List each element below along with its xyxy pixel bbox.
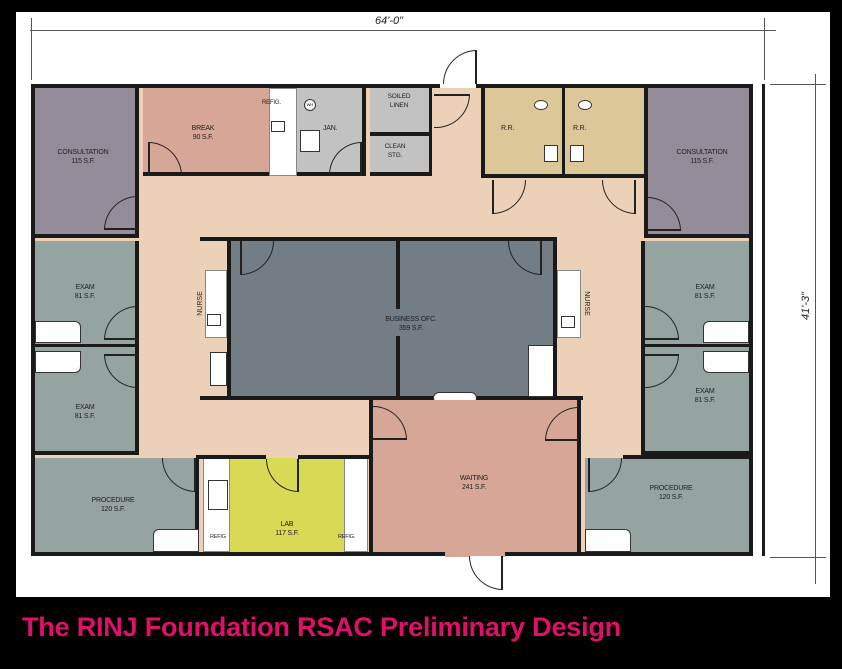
room-name: BREAK — [191, 125, 215, 132]
room-area: 90 S.F. — [192, 134, 214, 141]
nurse-label-right: NURSE — [582, 291, 590, 316]
room-name: EXAM — [695, 284, 715, 291]
room-area: 81 S.F. — [694, 293, 716, 300]
room-area: 81 S.F. — [694, 397, 716, 404]
wall-nurse-right-bottom — [553, 396, 583, 400]
room-name: EXAM — [75, 404, 95, 411]
room-name: BUSINESS OFC. — [385, 316, 437, 323]
room-area: 241 S.F. — [461, 484, 487, 491]
width-dim-tick-left — [31, 18, 32, 80]
toilet-icon-right — [578, 100, 592, 110]
exam-counter-right — [703, 321, 749, 343]
wall-lab-top-right — [298, 455, 370, 459]
room-name: CONSULTATION — [57, 149, 109, 156]
gap-front-entrance — [445, 552, 505, 557]
room-name-2: STG. — [387, 152, 403, 159]
room-name-2: LINEN — [389, 102, 409, 109]
lab-sink — [208, 480, 228, 510]
room-area: 115 S.F. — [690, 158, 714, 165]
wall-nurse-right — [553, 237, 557, 400]
sink-icon-right — [570, 145, 584, 162]
nurse-sink-left — [207, 314, 221, 326]
width-dimension-line — [30, 30, 776, 31]
room-soiled-linen[interactable]: SOILED LINEN — [370, 88, 432, 136]
nurse-sink-right — [561, 316, 575, 328]
room-area: 120 S.F. — [658, 494, 684, 501]
room-name: JAN. — [323, 125, 338, 132]
room-consultation-right[interactable]: CONSULTATION 115 S.F. — [644, 88, 749, 238]
room-name: LAB — [280, 521, 294, 528]
room-area: 81 S.F. — [74, 413, 96, 420]
refig-label-lab-right: REFIG. — [338, 534, 356, 540]
room-restroom-right[interactable]: R.R. — [565, 88, 644, 178]
gap-top-entrance — [440, 82, 476, 88]
exam-counter-left-2 — [35, 351, 81, 373]
room-name: EXAM — [75, 284, 95, 291]
sink-break — [271, 121, 285, 132]
room-business-office[interactable]: BUSINESS OFC. 359 S.F. — [227, 237, 556, 400]
wall-procedure-right-top — [623, 455, 753, 459]
room-area: 81 S.F. — [74, 293, 96, 300]
nurse-station-left — [205, 270, 227, 338]
room-name: EXAM — [695, 388, 715, 395]
nurse-label-left: NURSE — [196, 291, 204, 316]
exam-counter-left — [35, 321, 81, 343]
height-dim-tick-top — [770, 84, 826, 85]
room-area: 117 S.F. — [275, 530, 299, 537]
height-dim-tick-bottom — [770, 557, 826, 558]
room-name: R.R. — [501, 125, 515, 132]
room-name: PROCEDURE — [91, 497, 135, 504]
page-title: The RINJ Foundation RSAC Preliminary Des… — [22, 612, 621, 642]
room-restroom-left[interactable]: R.R. — [481, 88, 565, 178]
room-area: 120 S.F. — [100, 506, 126, 513]
toilet-icon-left — [534, 100, 548, 110]
exam-counter-right-2 — [703, 351, 749, 373]
outer-right-wall-line — [762, 84, 765, 556]
height-dimension-line — [815, 74, 816, 584]
room-name: CLEAN — [384, 143, 406, 150]
room-waiting[interactable]: WAITING 241 S.F. — [369, 400, 581, 552]
copier — [528, 345, 554, 397]
file-cabinet-left — [210, 352, 227, 386]
room-name: WAITING — [459, 475, 489, 482]
wall-lab-top-left — [196, 455, 266, 459]
refrigerator-break — [269, 88, 297, 176]
width-dim-tick-right — [764, 18, 765, 80]
water-heater-icon: WH — [304, 99, 316, 111]
sink-icon-left — [544, 145, 558, 162]
room-name: CONSULTATION — [676, 149, 728, 156]
refig-label-lab-left: REFIG — [210, 534, 226, 540]
room-area: 359 S.F. — [398, 325, 424, 332]
room-area: 115 S.F. — [71, 158, 95, 165]
procedure-counter-left — [153, 529, 199, 552]
wall-nurse-left-top — [200, 237, 240, 241]
room-clean-storage[interactable]: CLEAN STG. — [370, 136, 432, 176]
room-name: PROCEDURE — [649, 485, 693, 492]
janitor-sink — [300, 130, 320, 152]
room-name: R.R. — [573, 125, 587, 132]
wall-business-partition-bottom — [396, 336, 400, 398]
refig-label-break: REFIG. — [262, 100, 281, 106]
width-dimension-label: 64'-0" — [375, 15, 404, 27]
height-dimension-label: 41'-3" — [800, 291, 812, 320]
wall-business-partition-top — [396, 237, 400, 309]
procedure-counter-right — [585, 529, 631, 552]
room-name: SOILED — [387, 93, 411, 100]
